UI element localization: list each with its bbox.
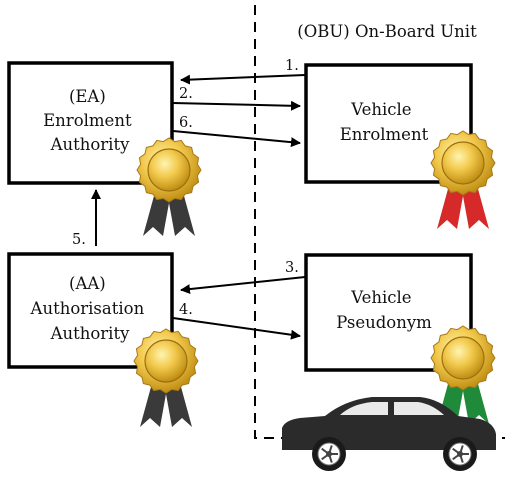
aa-label-line-2: Authorisation: [30, 299, 145, 318]
ea-label: (EA) Enrolment Authority: [43, 87, 137, 154]
vehicle-enrolment-node: Vehicle Enrolment: [304, 63, 473, 184]
arrow-step-6: [172, 130, 301, 148]
vehicle-enrolment-line-1: Vehicle: [350, 100, 411, 119]
seal-inner: [147, 148, 191, 192]
vehicle-enrolment-line-2: Enrolment: [340, 125, 429, 144]
step-3-label: 3.: [285, 260, 299, 276]
wheel-hub: [326, 451, 332, 457]
wheel-hub: [457, 451, 463, 457]
seal-inner: [441, 336, 485, 380]
ea-label-line-3: Authority: [50, 135, 131, 154]
ea-label-line-2: Enrolment: [43, 111, 132, 130]
step-4-label: 4.: [179, 302, 193, 318]
certificate-badge-vehicle-pseudonym: [430, 325, 496, 424]
car-icon: [282, 397, 496, 471]
vehicle-pseudonym-line-1: Vehicle: [350, 288, 411, 307]
vehicle-pseudonym-line-2: Pseudonym: [336, 313, 432, 332]
vehicle-enrolment-box: [304, 63, 473, 184]
certificate-badge-vehicle-enrolment: [430, 130, 496, 229]
step-6-label: 6.: [179, 115, 193, 131]
aa-label-line-1: (AA): [69, 274, 106, 293]
certificate-badge-ea: [136, 137, 202, 236]
step-1-label: 1.: [285, 58, 299, 74]
arrow-step-1: [180, 74, 306, 85]
vehicle-enrolment-label: Vehicle Enrolment: [340, 100, 429, 144]
aa-label-line-3: Authority: [50, 324, 131, 343]
certificate-badge-aa: [133, 328, 199, 427]
step-2-label: 2.: [179, 86, 193, 102]
arrow-step-4: [172, 317, 301, 340]
seal-inner: [441, 141, 485, 185]
vehicle-pseudonym-label: Vehicle Pseudonym: [336, 288, 432, 332]
aa-label: (AA) Authorisation Authority: [30, 274, 150, 343]
seal-inner: [144, 339, 188, 383]
arrow-step-3: [180, 276, 306, 295]
arrow-step-2: [172, 100, 301, 111]
ea-label-line-1: (EA): [69, 87, 106, 106]
step-5-label: 5.: [72, 232, 86, 248]
obu-label: (OBU) On-Board Unit: [297, 22, 477, 41]
